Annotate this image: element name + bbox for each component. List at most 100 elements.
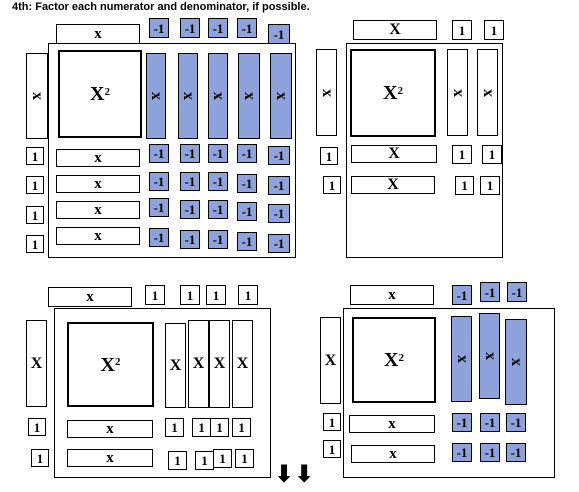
q2-left-one-2[interactable]: 1 bbox=[323, 176, 341, 194]
q1-grid-neg-one[interactable]: -1 bbox=[237, 232, 257, 251]
q1-grid-neg-one[interactable]: -1 bbox=[180, 144, 200, 163]
q2-grid-one[interactable]: 1 bbox=[480, 176, 500, 195]
q2-top-one-1[interactable]: 1 bbox=[452, 20, 472, 40]
q1-top-neg-one-1[interactable]: -1 bbox=[149, 18, 169, 38]
q4-top-neg-one-2[interactable]: -1 bbox=[480, 282, 500, 302]
q1-grid-neg-one[interactable]: -1 bbox=[180, 172, 200, 191]
q1-top-neg-one-3[interactable]: -1 bbox=[208, 18, 228, 38]
q4-neg-x-tile-3[interactable]: x bbox=[505, 319, 527, 405]
q3-top-x-tile[interactable]: x bbox=[48, 287, 132, 307]
q4-grid-neg-one[interactable]: -1 bbox=[506, 413, 526, 432]
q3-x-tile-2[interactable]: X bbox=[188, 320, 209, 408]
q3-grid-one[interactable]: 1 bbox=[210, 418, 229, 437]
q2-top-x-tile[interactable]: X bbox=[353, 20, 437, 40]
q2-row-x-tile-1[interactable]: X bbox=[351, 145, 437, 163]
q2-x-tile-2[interactable]: x bbox=[477, 49, 498, 136]
q3-top-one-1[interactable]: 1 bbox=[145, 285, 165, 305]
q1-grid-neg-one[interactable]: -1 bbox=[149, 144, 169, 163]
q1-grid-neg-one[interactable]: -1 bbox=[268, 204, 290, 223]
q2-left-x-tile[interactable]: x bbox=[316, 49, 337, 136]
q3-left-x-tile[interactable]: X bbox=[26, 320, 47, 407]
q2-left-one-1[interactable]: 1 bbox=[320, 147, 338, 165]
q1-row-x-tile-4[interactable]: x bbox=[56, 227, 140, 245]
q3-left-one-2[interactable]: 1 bbox=[31, 449, 49, 467]
q3-grid-one[interactable]: 1 bbox=[232, 418, 251, 437]
q4-top-neg-one-3[interactable]: -1 bbox=[507, 282, 527, 302]
q1-top-neg-one-5[interactable]: -1 bbox=[268, 24, 290, 44]
q3-top-one-3[interactable]: 1 bbox=[206, 285, 226, 305]
q2-grid-one[interactable]: 1 bbox=[482, 145, 502, 164]
q3-x-tile-1[interactable]: X bbox=[165, 323, 186, 408]
q1-grid-neg-one[interactable]: -1 bbox=[237, 202, 257, 221]
q4-top-x-tile[interactable]: x bbox=[350, 285, 434, 305]
q1-top-x-tile[interactable]: x bbox=[56, 24, 140, 44]
q1-grid-neg-one[interactable]: -1 bbox=[180, 230, 200, 249]
q4-left-one-1[interactable]: 1 bbox=[323, 413, 341, 431]
q1-grid-neg-one[interactable]: -1 bbox=[268, 146, 290, 165]
q2-top-one-2[interactable]: 1 bbox=[484, 20, 504, 40]
q4-left-x-tile[interactable]: X bbox=[320, 317, 341, 404]
q3-grid-one[interactable]: 1 bbox=[165, 418, 184, 437]
q1-row-x-tile-3[interactable]: x bbox=[56, 201, 140, 219]
q3-grid-one[interactable]: 1 bbox=[168, 451, 187, 470]
q1-neg-x-tile-1[interactable]: x bbox=[146, 53, 166, 139]
q2-grid-one[interactable]: 1 bbox=[455, 176, 474, 195]
q3-grid-one[interactable]: 1 bbox=[195, 451, 214, 470]
q1-neg-x-tile-4[interactable]: x bbox=[238, 53, 260, 139]
q2-x-tile-1[interactable]: x bbox=[447, 49, 468, 136]
q1-left-x-tile[interactable]: x bbox=[26, 53, 48, 139]
q3-left-one-1[interactable]: 1 bbox=[28, 418, 46, 436]
q3-top-one-4[interactable]: 1 bbox=[238, 285, 258, 305]
q3-grid-one[interactable]: 1 bbox=[235, 449, 254, 468]
q1-neg-x-tile-3[interactable]: x bbox=[208, 53, 228, 139]
q1-grid-neg-one[interactable]: -1 bbox=[149, 172, 169, 191]
q1-left-one-1[interactable]: 1 bbox=[26, 147, 44, 165]
q4-grid-neg-one[interactable]: -1 bbox=[452, 413, 472, 432]
q1-top-neg-one-4[interactable]: -1 bbox=[237, 18, 257, 38]
q4-neg-x-tile-2[interactable]: x bbox=[479, 313, 500, 399]
q1-grid-neg-one[interactable]: -1 bbox=[180, 200, 200, 219]
q4-row-x-tile-1[interactable]: x bbox=[349, 415, 435, 433]
q3-x-tile-3[interactable]: X bbox=[209, 320, 230, 408]
q1-grid-neg-one[interactable]: -1 bbox=[237, 144, 257, 163]
q1-grid-neg-one[interactable]: -1 bbox=[208, 144, 228, 163]
q1-top-neg-one-2[interactable]: -1 bbox=[180, 18, 200, 38]
instruction-title: 4th: Factor each numerator and denominat… bbox=[12, 1, 310, 13]
q1-row-x-tile-2[interactable]: x bbox=[56, 175, 140, 193]
q4-grid-neg-one[interactable]: -1 bbox=[506, 443, 526, 462]
q1-grid-neg-one[interactable]: -1 bbox=[268, 176, 290, 195]
q1-grid-neg-one[interactable]: -1 bbox=[149, 198, 169, 217]
q4-grid-neg-one[interactable]: -1 bbox=[480, 443, 500, 462]
q2-row-x-tile-2[interactable]: X bbox=[351, 176, 435, 194]
q3-grid-one[interactable]: 1 bbox=[192, 418, 211, 437]
q3-row-x-tile-2[interactable]: x bbox=[67, 449, 153, 467]
q1-grid-neg-one[interactable]: -1 bbox=[208, 230, 228, 249]
q1-grid-neg-one[interactable]: -1 bbox=[149, 228, 169, 247]
q2-grid-one[interactable]: 1 bbox=[452, 145, 472, 164]
q1-neg-x-tile-5[interactable]: x bbox=[270, 53, 292, 139]
q3-row-x-tile-1[interactable]: x bbox=[67, 420, 153, 438]
q1-grid-neg-one[interactable]: -1 bbox=[268, 234, 290, 253]
q1-left-one-2[interactable]: 1 bbox=[26, 176, 44, 194]
q3-top-one-2[interactable]: 1 bbox=[180, 285, 200, 305]
q4-neg-x-tile-1[interactable]: x bbox=[451, 316, 472, 402]
q4-grid-neg-one[interactable]: -1 bbox=[452, 443, 472, 462]
q3-x-tile-4[interactable]: X bbox=[232, 320, 253, 408]
q4-row-x-tile-2[interactable]: x bbox=[351, 445, 435, 463]
q1-left-one-3[interactable]: 1 bbox=[26, 206, 44, 224]
q1-grid-neg-one[interactable]: -1 bbox=[208, 200, 228, 219]
q1-left-one-4[interactable]: 1 bbox=[26, 235, 44, 253]
q3-grid-one[interactable]: 1 bbox=[213, 449, 232, 468]
q1-grid-neg-one[interactable]: -1 bbox=[237, 174, 257, 193]
q4-grid-neg-one[interactable]: -1 bbox=[480, 413, 500, 432]
q4-top-neg-one-1[interactable]: -1 bbox=[452, 285, 472, 305]
down-arrows: ⬇⬇ bbox=[274, 460, 315, 488]
q4-left-one-2[interactable]: 1 bbox=[323, 440, 341, 458]
q1-row-x-tile-1[interactable]: x bbox=[56, 149, 140, 167]
q1-neg-x-tile-2[interactable]: x bbox=[178, 53, 198, 139]
q1-grid-neg-one[interactable]: -1 bbox=[208, 172, 228, 191]
